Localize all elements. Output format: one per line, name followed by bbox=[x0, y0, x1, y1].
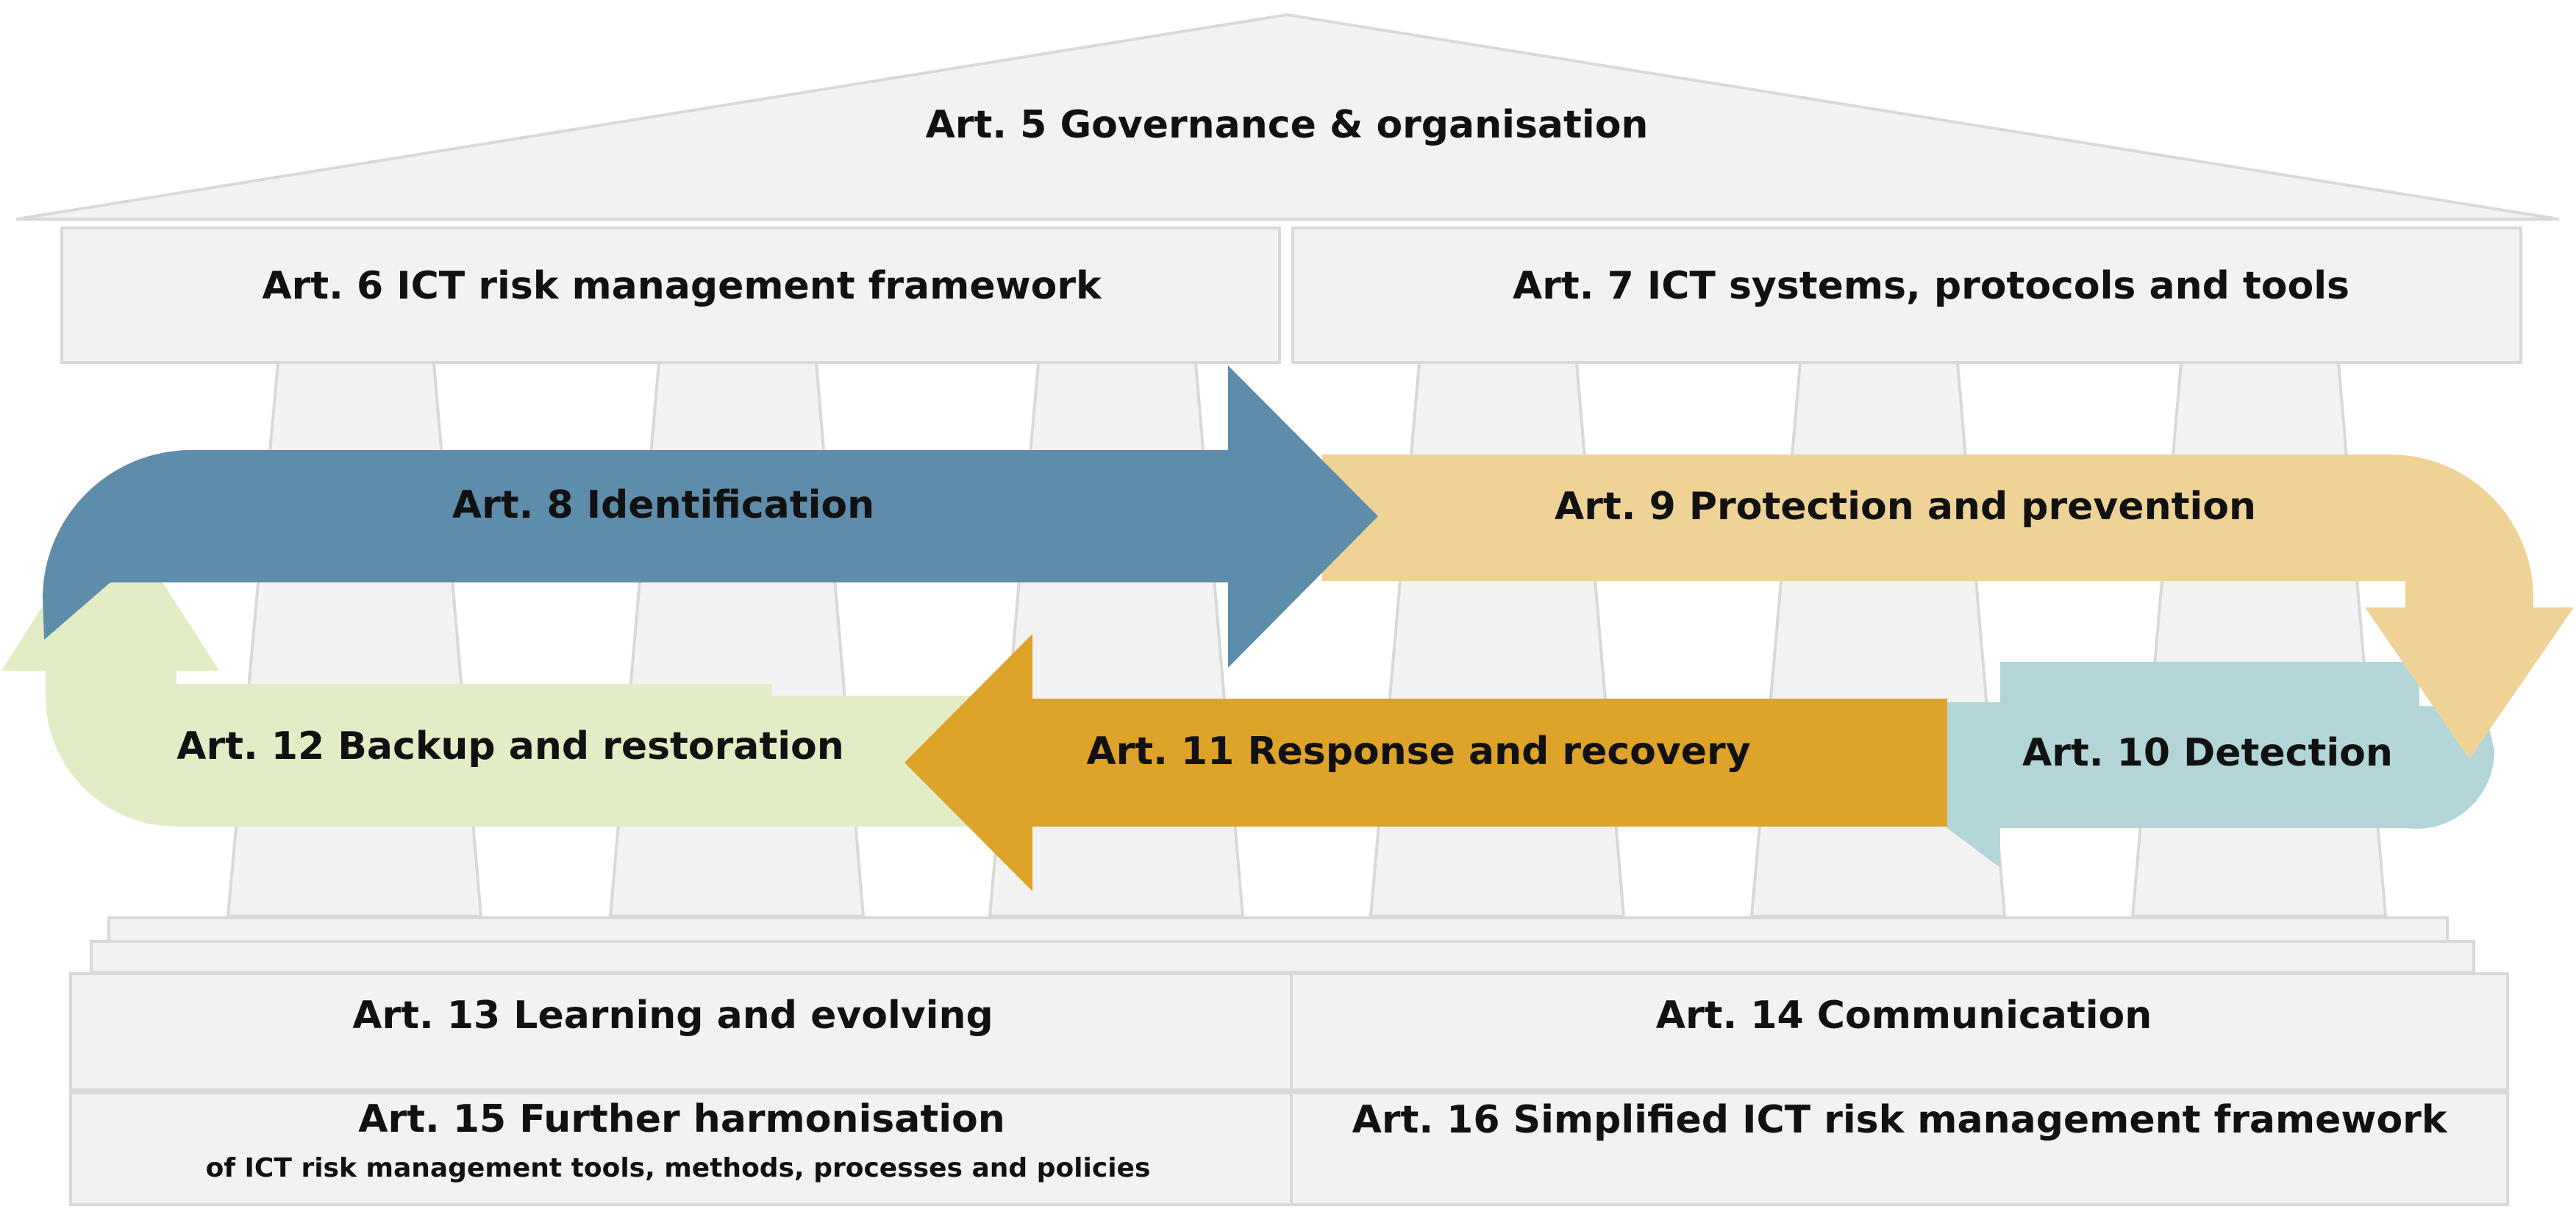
protection-label: Art. 9 Protection and prevention bbox=[1555, 485, 2256, 529]
harmonisation-title: Art. 15 Further harmonisation bbox=[358, 1097, 1005, 1141]
learning-label: Art. 13 Learning and evolving bbox=[352, 994, 993, 1038]
communication-label: Art. 14 Communication bbox=[1656, 994, 2152, 1038]
roof bbox=[15, 13, 2560, 221]
protection-arrow bbox=[1322, 454, 2574, 759]
identification-arrow bbox=[43, 365, 1378, 668]
simplified-label: Art. 16 Simplified ICT risk management f… bbox=[1352, 1098, 2448, 1142]
beam-left bbox=[60, 227, 1281, 364]
column-1 bbox=[226, 361, 483, 918]
beam-right bbox=[1291, 227, 2522, 364]
harmonisation-subtitle: of ICT risk management tools, methods, p… bbox=[206, 1153, 1151, 1183]
beam-right-label: Art. 7 ICT systems, protocols and tools bbox=[1513, 264, 2350, 308]
base-learning bbox=[69, 972, 1293, 1091]
response-arrow bbox=[905, 634, 1947, 891]
column-6 bbox=[2130, 361, 2388, 918]
base-simplified bbox=[1290, 1091, 2509, 1206]
detection-label: Art. 10 Detection bbox=[2022, 731, 2393, 775]
roof-label: Art. 5 Governance & organisation bbox=[926, 103, 1649, 147]
identification-label: Art. 8 Identification bbox=[452, 483, 874, 527]
detection-arrow bbox=[1780, 662, 2495, 868]
base-communication bbox=[1290, 972, 2509, 1091]
column-2 bbox=[608, 361, 866, 918]
backup-label: Art. 12 Backup and restoration bbox=[176, 724, 844, 768]
beam-left-label: Art. 6 ICT risk management framework bbox=[262, 264, 1102, 308]
column-4 bbox=[1369, 361, 1626, 918]
step-lower bbox=[90, 940, 2475, 974]
response-label: Art. 11 Response and recovery bbox=[1086, 730, 1750, 774]
step-upper bbox=[107, 916, 2449, 943]
backup-arrow bbox=[1, 500, 985, 827]
